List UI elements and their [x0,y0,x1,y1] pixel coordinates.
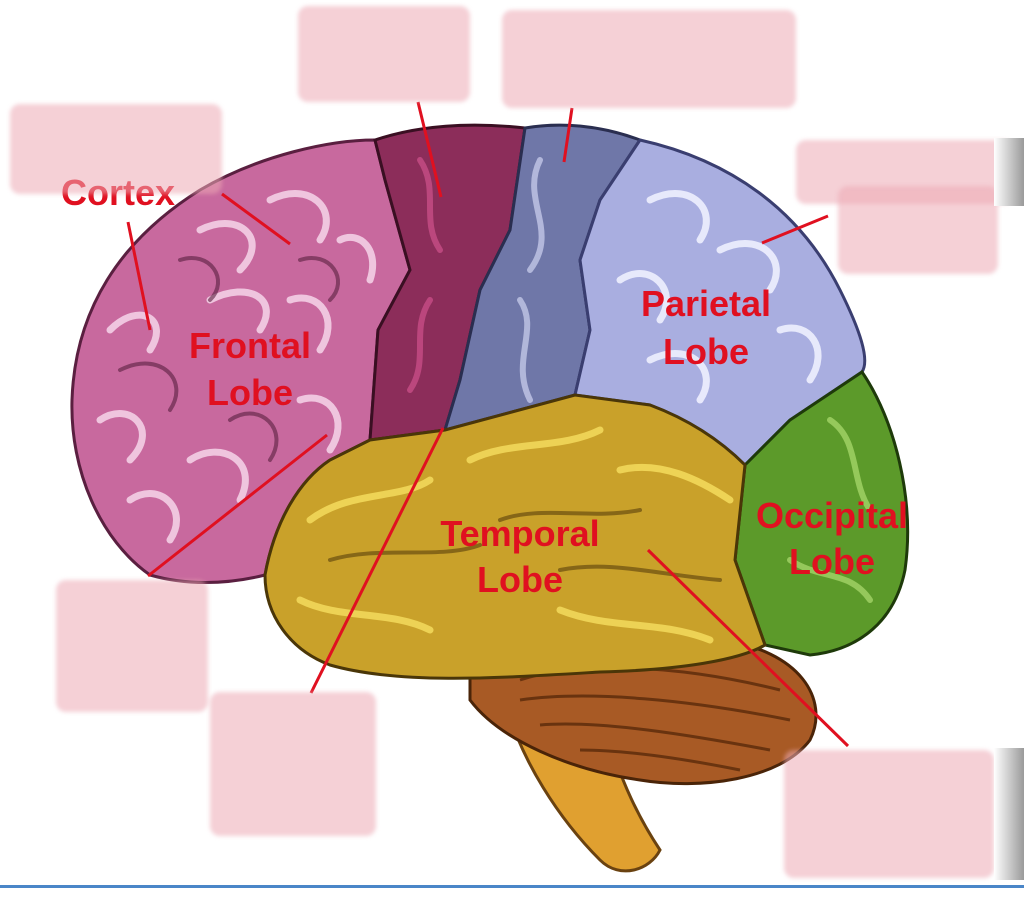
right-edge-shadow-lower [994,748,1024,880]
pointer-line-motor [416,101,443,198]
pointer-line-cortex-left [126,221,152,331]
occipital-lobe-label-line1: Occipital [756,495,908,536]
pointer-line-cortex-top [221,192,291,246]
occipital-lobe [733,369,910,657]
temporal-lobe-label-line2: Lobe [477,559,563,600]
sensory-cortex-region [442,123,643,433]
hidden-label-box-top-right[interactable] [502,10,796,108]
hidden-label-box-bottom-center[interactable] [210,692,376,836]
pointer-line-sensory [562,107,574,163]
hidden-label-box-top-left[interactable] [10,104,222,194]
occipital-lobe-label-line2: Lobe [789,541,875,582]
hidden-label-box-top-center[interactable] [298,6,470,102]
parietal-lobe-label-line2: Lobe [663,331,749,372]
pointer-line-cerebellum [646,548,850,748]
frontal-lobe-label-line2: Lobe [207,372,293,413]
pointer-line-sylvian [309,427,445,694]
gyri-folds [96,157,873,644]
hidden-label-box-bottom-left[interactable] [56,580,208,712]
hidden-label-box-bottom-right[interactable] [784,750,994,878]
right-edge-shadow-upper [994,138,1024,206]
frontal-lobe-label-line1: Frontal [189,325,311,366]
pointer-line-frontal-bottom [147,433,328,578]
parietal-lobe-label-line1: Parietal [641,283,771,324]
pointer-line-parietal [761,214,829,245]
temporal-lobe-label-line1: Temporal [440,513,599,554]
pointer-lines [126,101,850,748]
frame-bottom-line [0,885,1024,888]
hidden-label-box-right-middle[interactable] [838,186,998,274]
